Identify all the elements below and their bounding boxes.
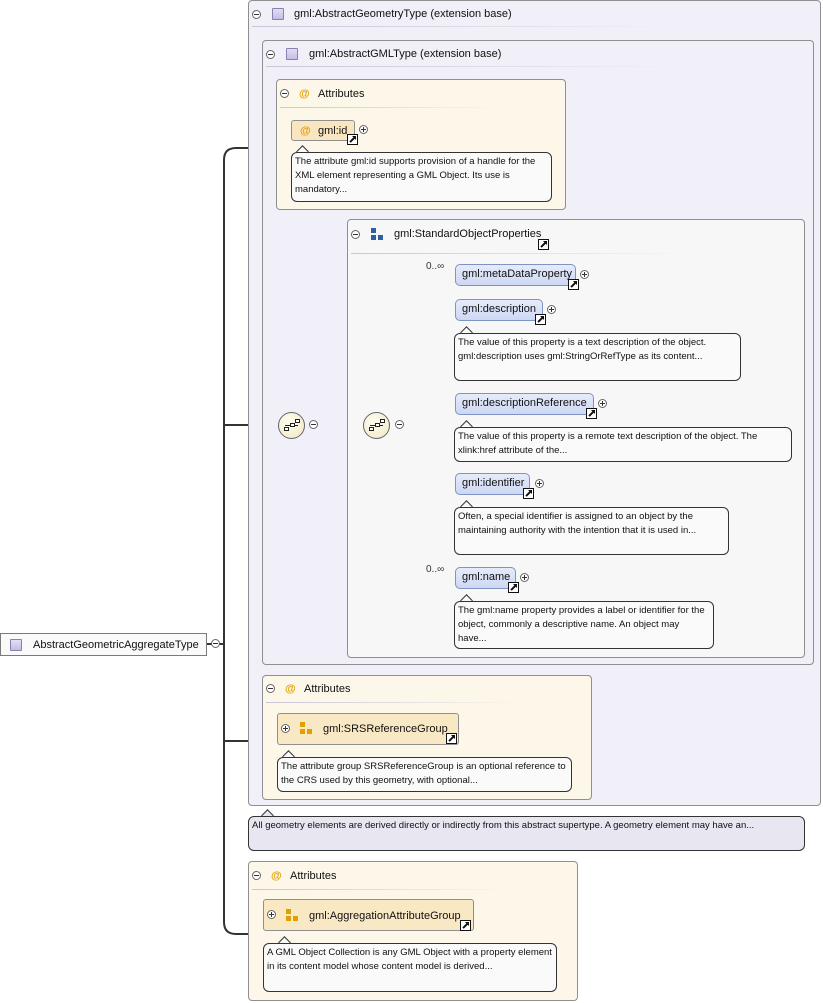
element-label: gml:name xyxy=(462,571,511,583)
annotation-descriptionreference: The value of this property is a remote t… xyxy=(454,427,792,462)
annotation-aggregationattributegroup: A GML Object Collection is any GML Objec… xyxy=(263,943,557,992)
element-metadataproperty[interactable]: gml:metaDataProperty xyxy=(455,264,576,286)
reference-link-icon[interactable] xyxy=(446,733,457,744)
root-type-box[interactable]: AbstractGeometricAggregateType xyxy=(0,633,207,656)
reference-link-icon[interactable] xyxy=(460,920,471,931)
attributes-title: Attributes xyxy=(304,683,351,695)
element-label: gml:descriptionReference xyxy=(462,397,587,409)
attribute-group-label: gml:AggregationAttributeGroup xyxy=(309,910,461,922)
attribute-group-icon xyxy=(300,722,312,734)
element-label: gml:identifier xyxy=(462,477,525,489)
element-label: gml:metaDataProperty xyxy=(462,268,573,280)
reference-link-icon[interactable] xyxy=(508,582,519,593)
attribute-icon: @ xyxy=(299,88,310,100)
annotation-name: The gml:name property provides a label o… xyxy=(454,601,714,649)
complex-type-icon xyxy=(10,639,22,651)
attributes-collapse-button[interactable] xyxy=(252,871,261,880)
reference-link-icon[interactable] xyxy=(347,134,358,145)
geometry-base-icon xyxy=(272,8,284,20)
attribute-group-srsreferencegroup[interactable]: gml:SRSReferenceGroup xyxy=(277,713,459,745)
attribute-group-expand-button[interactable] xyxy=(281,724,290,733)
standard-object-properties-title: gml:StandardObjectProperties xyxy=(394,228,542,240)
annotation-geometry-base: All geometry elements are derived direct… xyxy=(248,816,805,851)
attribute-expand-button[interactable] xyxy=(359,125,368,134)
geometry-base-title: gml:AbstractGeometryType (extension base… xyxy=(294,8,512,20)
reference-link-icon[interactable] xyxy=(586,408,597,419)
gml-base-icon xyxy=(286,48,298,60)
occurrence-label: 0..∞ xyxy=(426,261,445,272)
reference-link-icon[interactable] xyxy=(523,488,534,499)
geometry-base-collapse-button[interactable] xyxy=(252,10,261,19)
annotation-identifier: Often, a special identifier is assigned … xyxy=(454,507,729,555)
element-name[interactable]: gml:name xyxy=(455,567,516,589)
annotation-gml-id: The attribute gml:id supports provision … xyxy=(291,152,552,202)
attribute-icon: @ xyxy=(300,125,311,137)
attribute-icon: @ xyxy=(271,870,282,882)
element-descriptionreference[interactable]: gml:descriptionReference xyxy=(455,393,594,415)
element-expand-button[interactable] xyxy=(535,479,544,488)
sequence-collapse-button[interactable] xyxy=(395,420,404,429)
attribute-gml-id-label: gml:id xyxy=(318,125,348,137)
element-expand-button[interactable] xyxy=(580,270,589,279)
model-group-icon xyxy=(371,228,383,240)
reference-link-icon[interactable] xyxy=(568,279,579,290)
sequence-compositor-inner[interactable] xyxy=(363,412,390,439)
group-collapse-button[interactable] xyxy=(351,230,360,239)
annotation-srsreferencegroup: The attribute group SRSReferenceGroup is… xyxy=(277,757,572,792)
attributes-title: Attributes xyxy=(290,870,337,882)
element-expand-button[interactable] xyxy=(520,573,529,582)
annotation-description: The value of this property is a text des… xyxy=(454,333,741,381)
sequence-collapse-button[interactable] xyxy=(309,420,318,429)
element-expand-button[interactable] xyxy=(547,305,556,314)
element-label: gml:description xyxy=(462,303,536,315)
attributes-collapse-button[interactable] xyxy=(266,684,275,693)
attribute-icon: @ xyxy=(285,683,296,695)
gml-base-collapse-button[interactable] xyxy=(266,50,275,59)
attributes-title: Attributes xyxy=(318,88,365,100)
reference-link-icon[interactable] xyxy=(538,239,549,250)
sequence-compositor[interactable] xyxy=(278,412,305,439)
reference-link-icon[interactable] xyxy=(535,314,546,325)
element-identifier[interactable]: gml:identifier xyxy=(455,473,530,495)
attribute-group-expand-button[interactable] xyxy=(267,910,276,919)
root-type-label: AbstractGeometricAggregateType xyxy=(33,639,199,651)
root-collapse-button[interactable] xyxy=(211,639,220,648)
gml-base-title: gml:AbstractGMLType (extension base) xyxy=(309,48,502,60)
attribute-group-aggregationattributegroup[interactable]: gml:AggregationAttributeGroup xyxy=(263,899,474,931)
attribute-gml-id[interactable]: @ gml:id xyxy=(291,120,355,141)
element-expand-button[interactable] xyxy=(598,399,607,408)
element-description[interactable]: gml:description xyxy=(455,299,543,321)
attribute-group-label: gml:SRSReferenceGroup xyxy=(323,723,448,735)
attribute-group-icon xyxy=(286,909,298,921)
occurrence-label: 0..∞ xyxy=(426,564,445,575)
attributes-collapse-button[interactable] xyxy=(280,89,289,98)
